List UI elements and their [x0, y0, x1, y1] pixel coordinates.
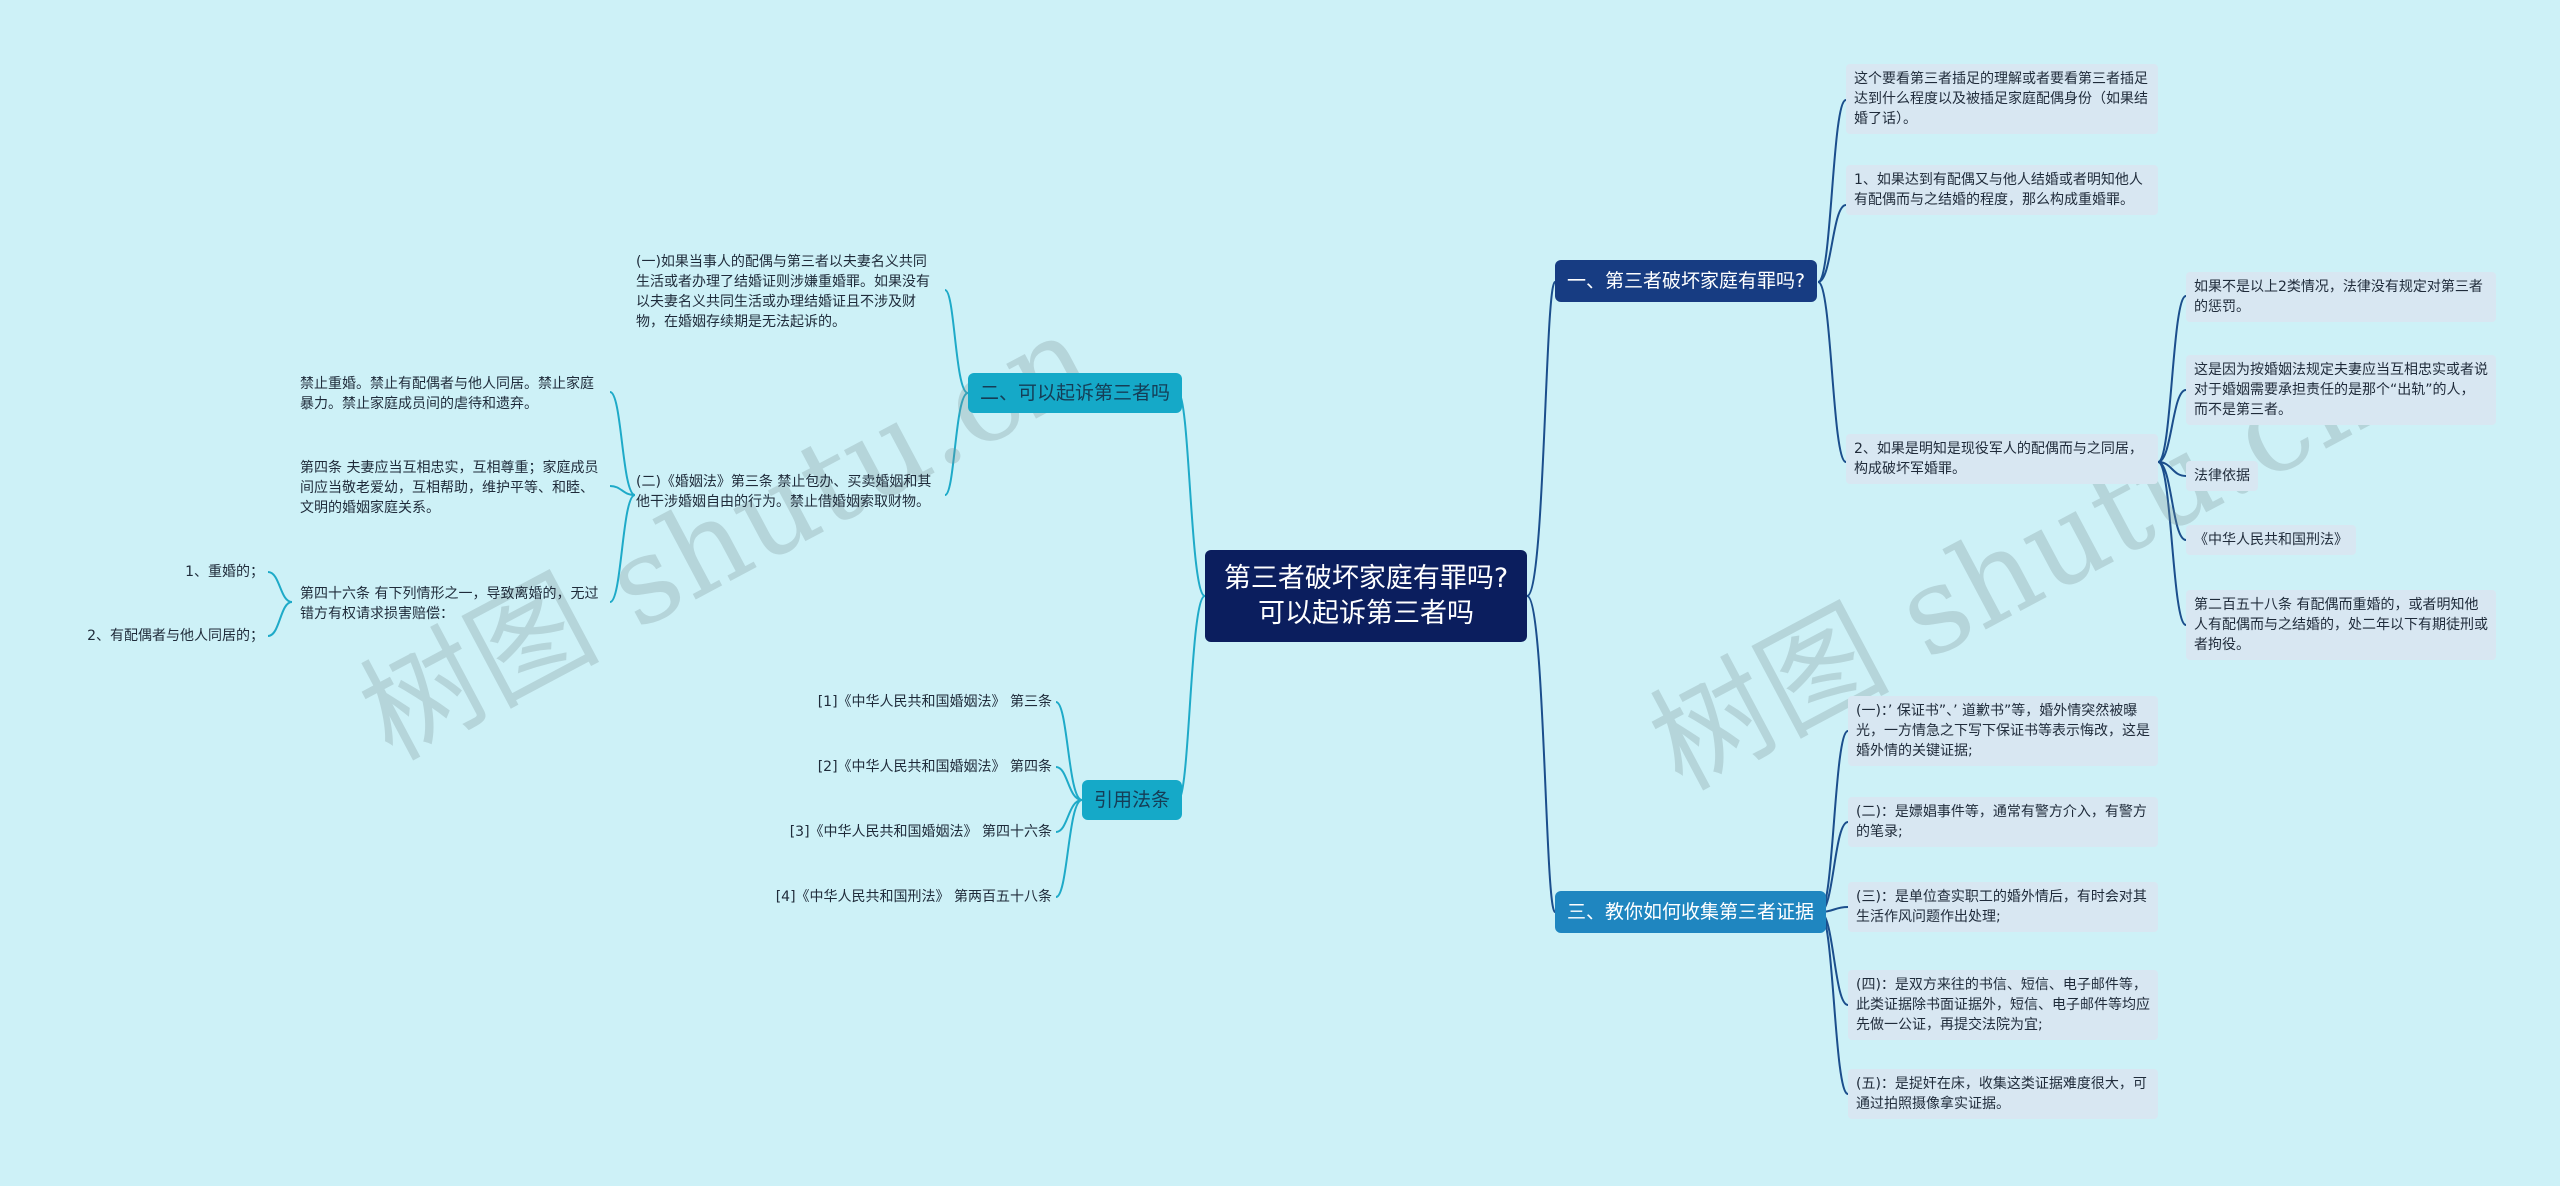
b3-child-5[interactable]: (五)：是捉奸在床，收集这类证据难度很大，可通过拍照摄像拿实证据。 [1848, 1069, 2158, 1119]
branch-evidence-collection[interactable]: 三、教你如何收集第三者证据 [1555, 891, 1827, 933]
connector-root-b3 [1526, 595, 1556, 913]
b2-grandchild-1[interactable]: 禁止重婚。禁止有配偶者与他人同居。禁止家庭暴力。禁止家庭成员间的虐待和遗弃。 [300, 376, 594, 412]
branch-can-sue[interactable]: 二、可以起诉第三者吗 [968, 373, 1183, 413]
b4-child-1[interactable]: [1]《中华人民共和国婚姻法》 第三条 [817, 694, 1052, 710]
b2-child-1[interactable]: (一)如果当事人的配偶与第三者以夫妻名义共同生活或者办理了结婚证则涉嫌重婚罪。如… [636, 254, 930, 330]
connector-root-b4 [1176, 595, 1206, 801]
b1-grandchild-5[interactable]: 第二百五十八条 有配偶而重婚的，或者明知他人有配偶而与之结婚的，处二年以下有期徒… [2186, 590, 2496, 660]
b2-greatgrandchild-1[interactable]: 1、重婚的； [185, 564, 264, 580]
branch-criminal-liability[interactable]: 一、第三者破坏家庭有罪吗? [1555, 260, 1818, 302]
connector-root-b1 [1526, 281, 1556, 597]
b1-grandchild-2[interactable]: 这是因为按婚姻法规定夫妻应当互相忠实或者说对于婚姻需要承担责任的是那个“出轨”的… [2186, 355, 2496, 425]
b3-child-2[interactable]: (二)：是嫖娼事件等，通常有警方介入，有警方的笔录; [1848, 797, 2158, 847]
root-topic[interactable]: 第三者破坏家庭有罪吗?可以起诉第三者吗 [1205, 550, 1527, 642]
b4-child-2[interactable]: [2]《中华人民共和国婚姻法》 第四条 [817, 759, 1052, 775]
b3-child-1[interactable]: (一)：’ 保证书”、’ 道歉书”等，婚外情突然被曝光，一方情急之下写下保证书等… [1848, 696, 2158, 766]
b1-grandchild-4[interactable]: 《中华人民共和国刑法》 [2186, 525, 2356, 555]
connector-b3-children [1819, 730, 1849, 1095]
b4-child-3[interactable]: [3]《中华人民共和国婚姻法》 第四十六条 [789, 824, 1052, 840]
b2-greatgrandchild-2[interactable]: 2、有配偶者与他人同居的； [87, 628, 264, 644]
connector-root-b2 [1176, 392, 1206, 597]
b2-child-2[interactable]: (二)《婚姻法》第三条 禁止包办、买卖婚姻和其他干涉婚姻自由的行为。禁止借婚姻索… [636, 474, 932, 510]
b2-grandchild-2[interactable]: 第四条 夫妻应当互相忠实，互相尊重；家庭成员间应当敬老爱幼，互相帮助，维护平等、… [300, 460, 599, 516]
b2-grandchild-3[interactable]: 第四十六条 有下列情形之一，导致离婚的，无过错方有权请求损害赔偿： [300, 586, 599, 622]
b1-child-1[interactable]: 这个要看第三者插足的理解或者要看第三者插足达到什么程度以及被插足家庭配偶身份（如… [1846, 64, 2158, 134]
b3-child-4[interactable]: (四)：是双方来往的书信、短信、电子邮件等，此类证据除书面证据外，短信、电子邮件… [1848, 970, 2158, 1040]
connector-b2-greatgrandchildren [267, 571, 293, 637]
b1-child-2[interactable]: 1、如果达到有配偶又与他人结婚或者明知他人有配偶而与之结婚的程度，那么构成重婚罪… [1846, 165, 2158, 215]
connector-b2-children [944, 289, 969, 496]
b1-child-3[interactable]: 2、如果是明知是现役军人的配偶而与之同居，构成破坏军婚罪。 [1846, 434, 2158, 484]
connector-b2-grandchildren [609, 391, 636, 603]
connector-b1-grandchildren [2157, 295, 2187, 626]
b1-grandchild-1[interactable]: 如果不是以上2类情况，法律没有规定对第三者的惩罚。 [2186, 272, 2496, 322]
connector-b4-children [1055, 701, 1083, 898]
branch-cited-laws[interactable]: 引用法条 [1082, 780, 1183, 820]
b4-child-4[interactable]: [4]《中华人民共和国刑法》 第两百五十八条 [775, 889, 1052, 905]
b3-child-3[interactable]: (三)：是单位查实职工的婚外情后，有时会对其生活作风问题作出处理; [1848, 882, 2158, 932]
connector-b1-children [1817, 99, 1847, 463]
b1-grandchild-3[interactable]: 法律依据 [2186, 461, 2258, 491]
